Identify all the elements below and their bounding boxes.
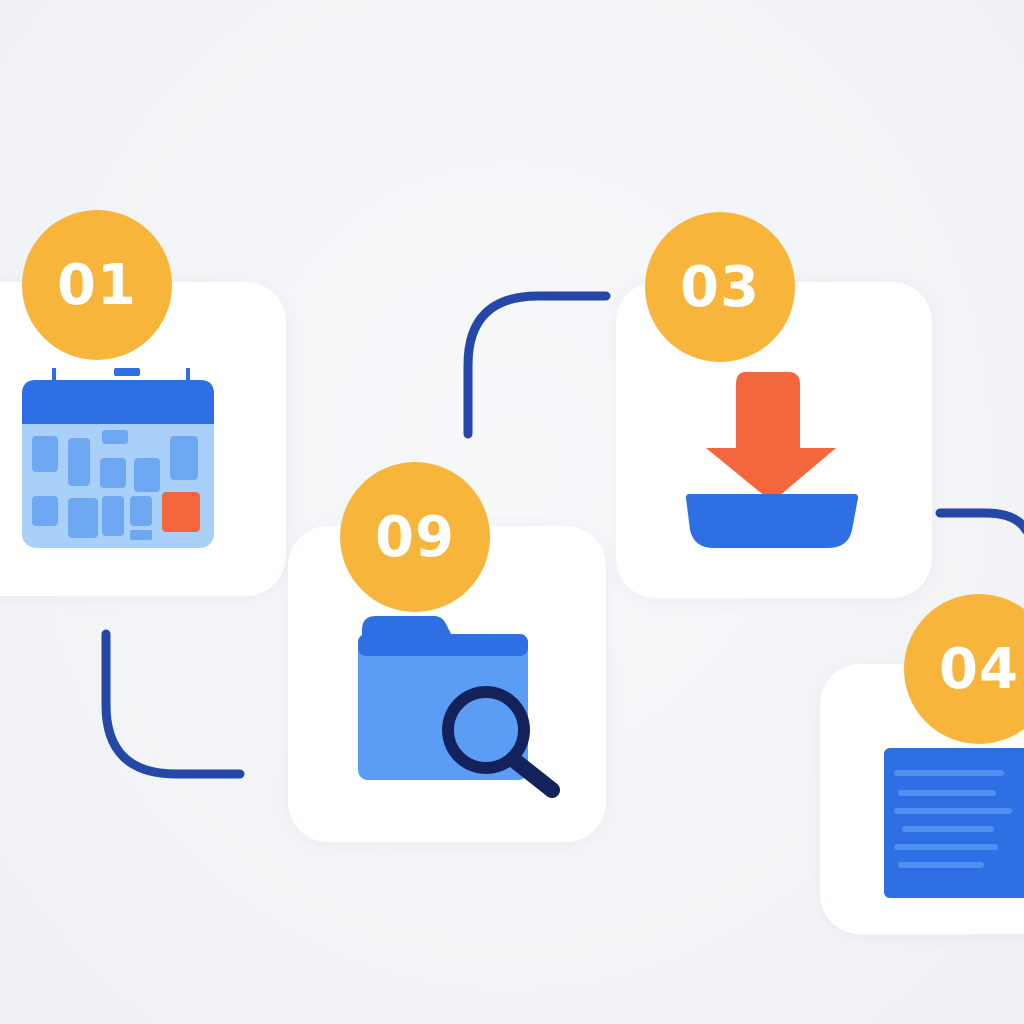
connector-3-4 <box>935 508 1024 535</box>
document-icon <box>884 748 1024 898</box>
step-number-4: 04 <box>939 636 1019 702</box>
step-number-1: 01 <box>57 252 137 318</box>
step-number-3: 03 <box>680 254 760 320</box>
connector-2-3 <box>463 291 611 439</box>
download-tray-icon <box>686 372 858 548</box>
step-number-2: 09 <box>375 504 455 570</box>
step-badge-4: 04 <box>904 594 1024 744</box>
calendar-icon <box>22 368 214 548</box>
folder-search-icon <box>358 616 560 798</box>
connector-1-2 <box>101 629 245 779</box>
step-badge-2: 09 <box>340 462 490 612</box>
step-badge-1: 01 <box>22 210 172 360</box>
step-badge-3: 03 <box>645 212 795 362</box>
